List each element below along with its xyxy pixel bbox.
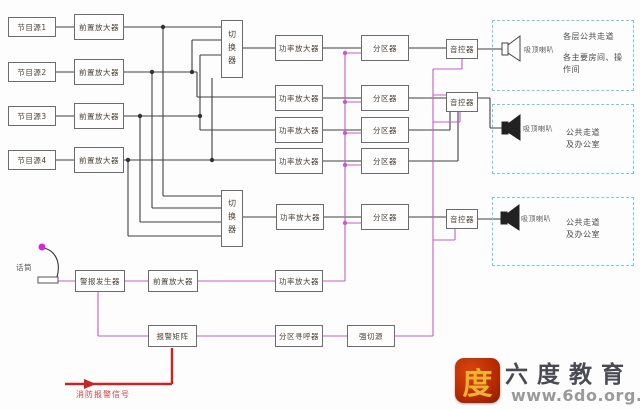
ceiling-speaker-1-icon xyxy=(501,35,521,62)
alarm-preamp: 前置放大器 xyxy=(148,270,198,292)
mic-label: 话筒 xyxy=(16,263,32,272)
zone-3-description: 公共走道 及办公室 xyxy=(566,218,600,239)
volume-controller-1: 音控器 xyxy=(446,39,478,59)
zone-divider-1: 分区器 xyxy=(361,35,409,61)
zone-1-description: 各层公共走道 各主要房间、操 作间 xyxy=(563,32,623,74)
zone-pager: 分区寻呼器 xyxy=(275,325,323,347)
ceiling-speaker-2-icon xyxy=(501,114,521,141)
program-source-1: 节目源1 xyxy=(8,17,56,37)
program-source-3: 节目源3 xyxy=(8,106,56,126)
power-amp-3: 功率放大器 xyxy=(275,117,323,143)
zone-area-3 xyxy=(492,197,634,266)
zone-divider-3: 分区器 xyxy=(361,117,409,143)
alarm-matrix: 报警矩阵 xyxy=(148,325,197,347)
signal-junction-dots xyxy=(342,50,348,226)
fire-alarm-arrow-icon xyxy=(84,379,96,389)
volume-controller-2: 音控器 xyxy=(446,92,478,112)
program-source-4: 节目源4 xyxy=(8,150,56,170)
zone-area-2 xyxy=(492,104,634,174)
alarm-generator: 警报发生器 xyxy=(75,270,125,292)
power-amp-1: 功率放大器 xyxy=(275,35,323,61)
forced-power-supply: 强切源 xyxy=(347,325,395,347)
zone-2-description: 公共走道 及办公室 xyxy=(566,128,600,149)
speaker-label-3: 吸顶喇叭 xyxy=(521,215,551,223)
program-source-2: 节目源2 xyxy=(8,62,56,82)
preamp-1: 前置放大器 xyxy=(74,14,124,40)
signal-wires xyxy=(58,52,463,337)
watermark-seal-logo: 度 xyxy=(455,358,500,403)
preamp-4: 前置放大器 xyxy=(74,147,124,173)
power-amp-2: 功率放大器 xyxy=(275,85,323,111)
watermark-url: www.6do.org.cn xyxy=(511,386,640,405)
watermark-brand: 六度教育 xyxy=(505,362,633,388)
preamp-2: 前置放大器 xyxy=(74,59,124,85)
alarm-power-amp: 功率放大器 xyxy=(275,270,323,292)
audio-wires xyxy=(56,26,502,237)
switcher-1: 切换器 xyxy=(221,20,243,78)
zone-divider-5: 分区器 xyxy=(361,204,409,230)
zone-divider-4: 分区器 xyxy=(361,148,409,174)
junction-dots xyxy=(125,24,215,163)
power-amp-5: 功率放大器 xyxy=(276,204,324,230)
microphone-icon xyxy=(37,243,59,284)
ceiling-speaker-3-icon xyxy=(500,204,520,231)
power-amp-4: 功率放大器 xyxy=(275,148,323,174)
preamp-3: 前置放大器 xyxy=(74,103,124,129)
speaker-label-1: 吸顶喇叭 xyxy=(524,46,554,54)
fire-alarm-line xyxy=(65,348,174,389)
fire-alarm-label: 消防报警信号 xyxy=(76,390,130,399)
zone-area-1 xyxy=(492,20,634,91)
speaker-label-2: 吸顶喇叭 xyxy=(523,125,553,133)
zone-divider-2: 分区器 xyxy=(361,85,409,111)
switcher-2: 切换器 xyxy=(221,190,243,247)
volume-controller-3: 音控器 xyxy=(446,209,478,229)
